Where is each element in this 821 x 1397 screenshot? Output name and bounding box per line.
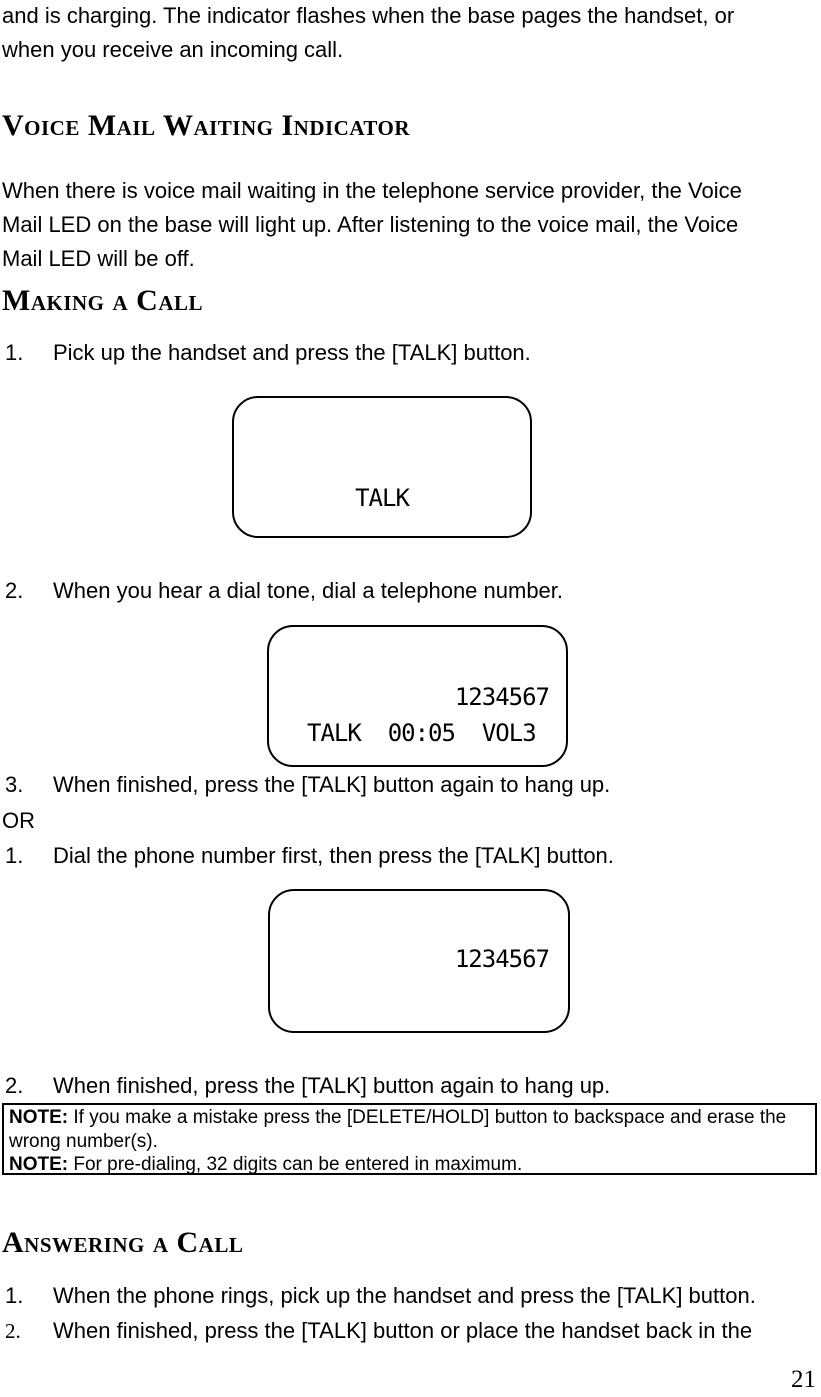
body-line: Mail LED on the base will light up. Afte… — [2, 212, 739, 237]
list-item: 2. When finished, press the [TALK] button… — [5, 1318, 752, 1344]
list-marker: 2. — [5, 1073, 24, 1098]
handset-screen-dialing: 1234567 TALK 00:05 VOL3 — [267, 625, 568, 767]
body-line: Mail LED will be off. — [2, 246, 195, 271]
list-item: 3. When finished, press the [TALK] button… — [5, 772, 610, 798]
note-line: NOTE: For pre-dialing, 32 digits can be … — [9, 1153, 810, 1177]
note-label: NOTE: — [9, 1107, 69, 1128]
list-marker: 1. — [5, 843, 24, 868]
note-text: wrong number(s). — [9, 1130, 158, 1152]
voice-mail-paragraph: When there is voice mail waiting in the … — [2, 174, 742, 276]
list-text: When finished, press the [TALK] button a… — [53, 1073, 611, 1098]
list-item: 1. When the phone rings, pick up the hand… — [5, 1283, 756, 1309]
list-text: When finished, press the [TALK] button o… — [53, 1318, 753, 1343]
section-title-answering-call: Answering a Call — [2, 1226, 244, 1259]
handset-screen-talk: TALK — [232, 396, 532, 538]
list-text: Pick up the handset and press the [TALK]… — [53, 340, 531, 365]
screen-dialed-number: 1234567 — [454, 683, 550, 711]
list-text: Dial the phone number first, then press … — [53, 843, 614, 868]
intro-line: when you receive an incoming call. — [2, 37, 344, 62]
note-line: wrong number(s). — [9, 1130, 810, 1154]
section-title-voice-mail: Voice Mail Waiting Indicator — [2, 109, 411, 142]
list-marker: 2. — [5, 1319, 21, 1343]
note-line: NOTE: If you make a mistake press the [D… — [9, 1106, 810, 1130]
list-marker: 2. — [5, 578, 24, 603]
section-title-making-call: Making a Call — [2, 284, 203, 317]
note-text: For pre-dialing, 32 digits can be entere… — [68, 1154, 523, 1175]
list-item: 2. When finished, press the [TALK] button… — [5, 1073, 610, 1099]
list-text: When you hear a dial tone, dial a teleph… — [53, 578, 564, 603]
note-box: NOTE: If you make a mistake press the [D… — [2, 1103, 817, 1175]
list-marker: 1. — [5, 340, 24, 365]
page-number: 21 — [791, 1366, 816, 1393]
body-line: When there is voice mail waiting in the … — [2, 178, 742, 203]
list-item: 2. When you hear a dial tone, dial a tele… — [5, 578, 563, 604]
note-label: NOTE: — [9, 1154, 69, 1175]
screen-predial-number: 1234567 — [454, 945, 550, 973]
handset-screen-predial: 1234567 — [268, 889, 570, 1033]
screen-talk-label: TALK — [355, 484, 410, 512]
list-text: When finished, press the [TALK] button a… — [53, 772, 611, 797]
or-label: OR — [2, 808, 35, 833]
intro-paragraph: and is charging. The indicator flashes w… — [2, 0, 734, 67]
screen-status-line: TALK 00:05 VOL3 — [307, 719, 537, 747]
list-item: 1. Pick up the handset and press the [TAL… — [5, 340, 531, 366]
list-marker: 3. — [5, 772, 24, 797]
list-item: 1. Dial the phone number first, then pres… — [5, 843, 614, 869]
list-marker: 1. — [5, 1283, 24, 1308]
note-text: If you make a mistake press the [DELETE/… — [68, 1107, 787, 1128]
list-text: When the phone rings, pick up the handse… — [53, 1283, 756, 1308]
intro-line: and is charging. The indicator flashes w… — [2, 3, 735, 28]
